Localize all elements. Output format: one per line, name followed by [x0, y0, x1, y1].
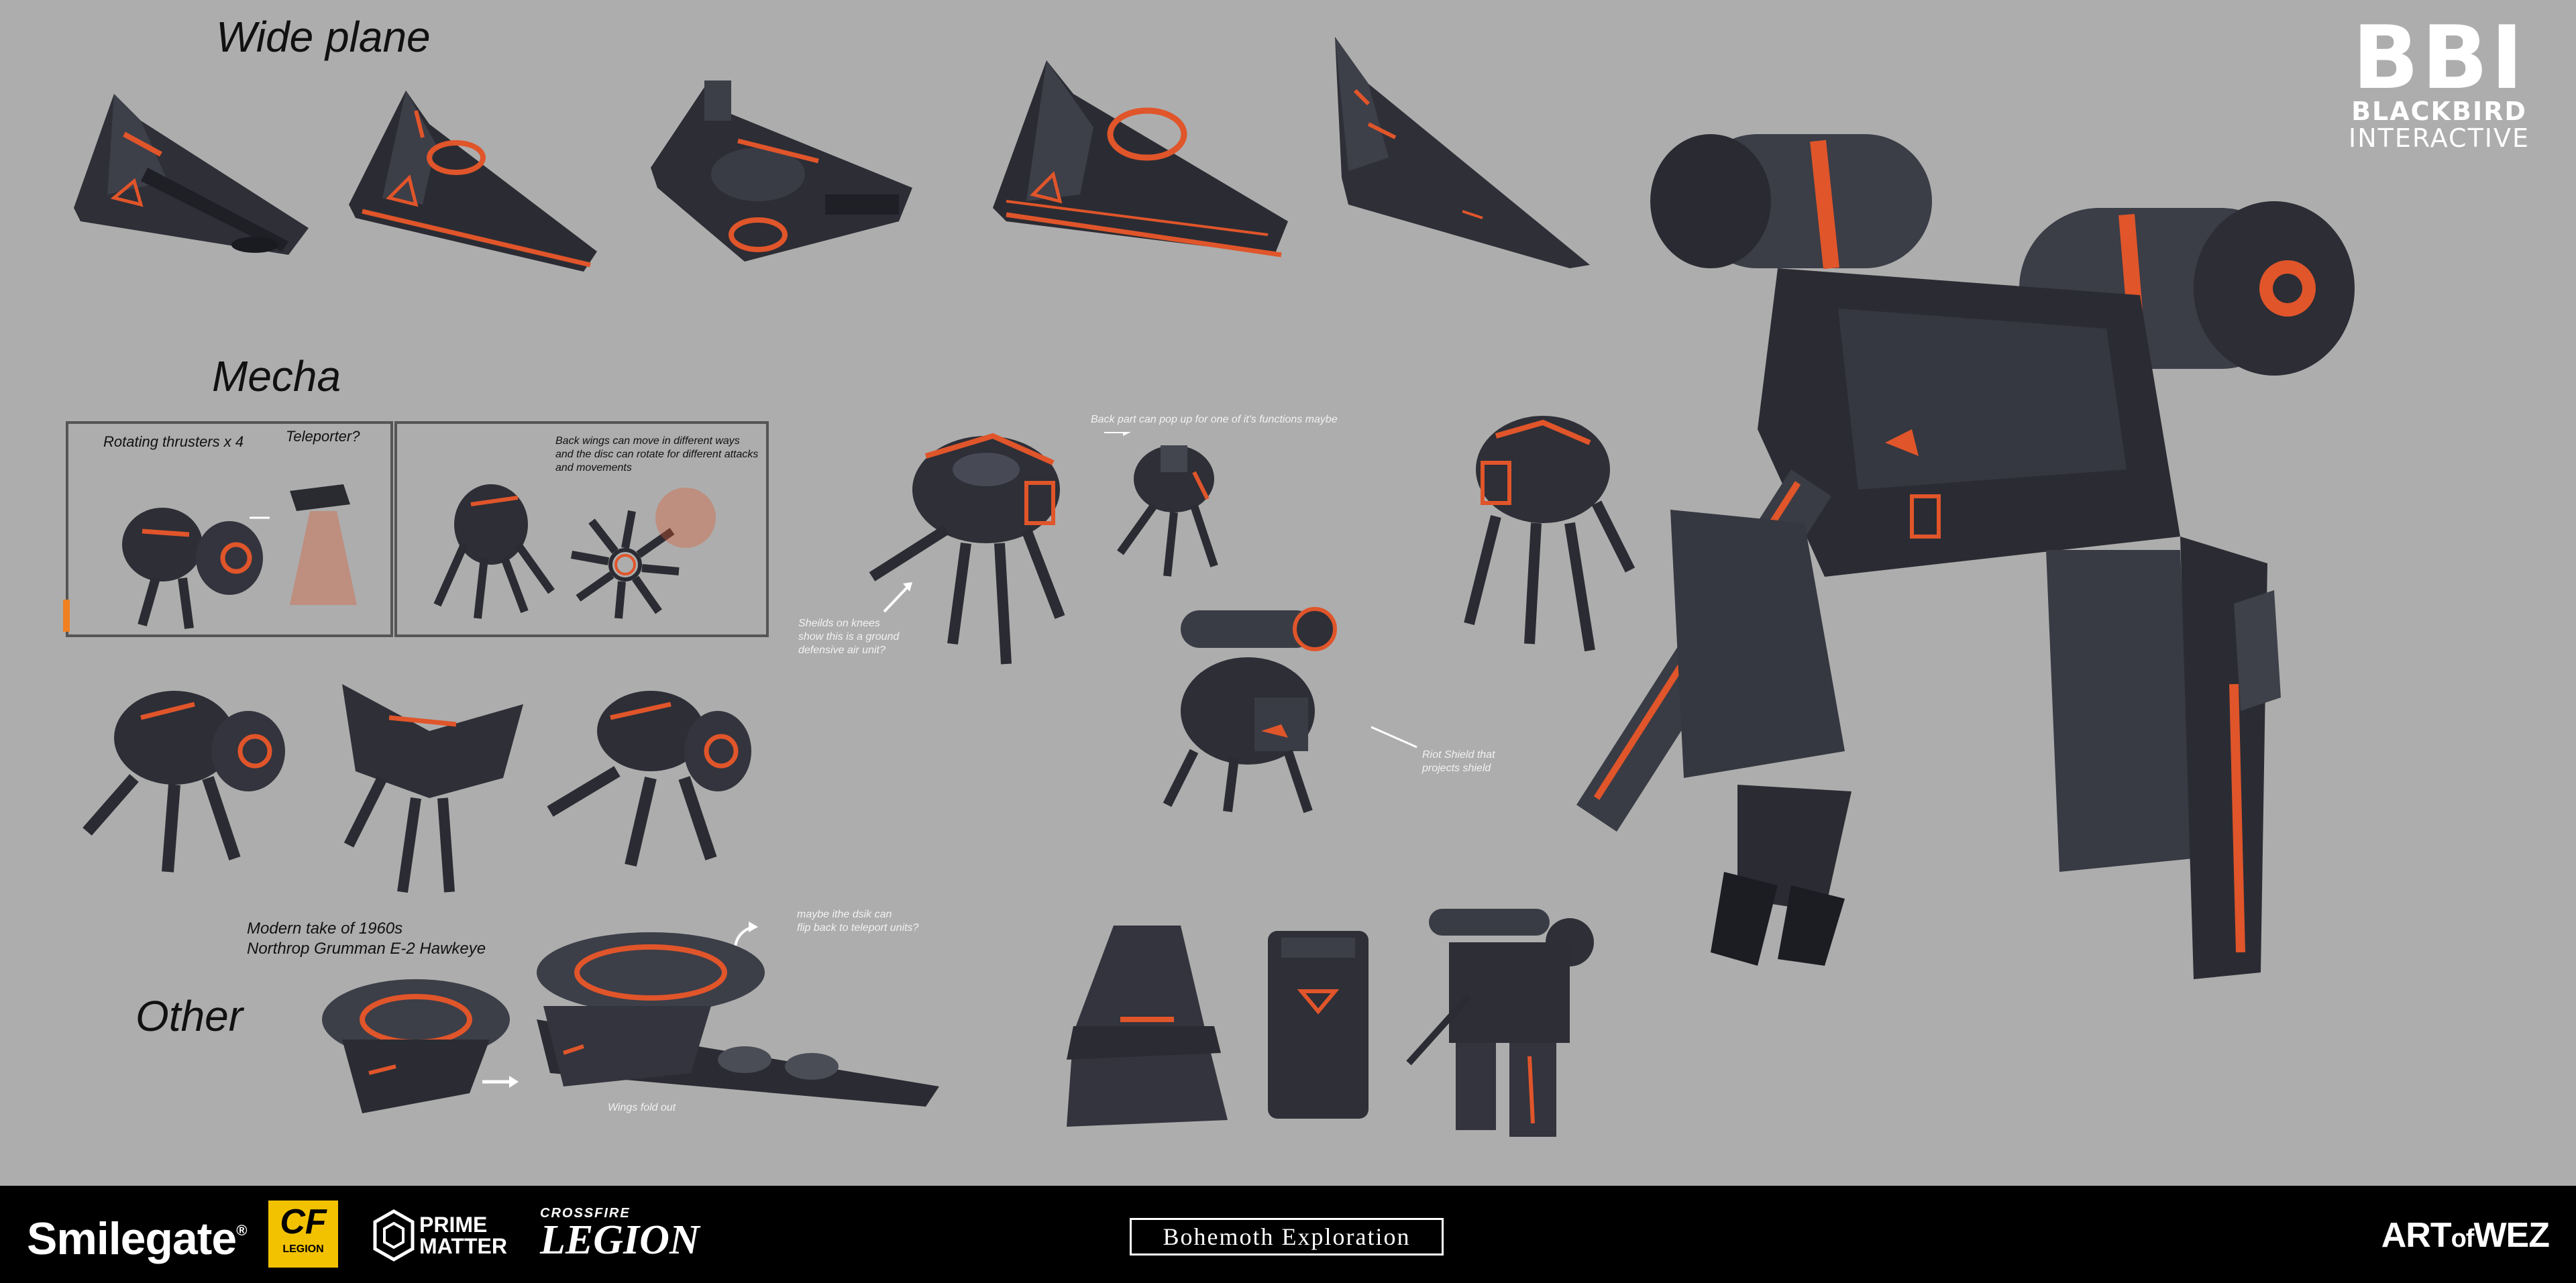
prime-matter-text: PRIME MATTER: [419, 1213, 507, 1258]
mecha-sketch-right: [1464, 416, 1635, 652]
mecha-sketch-shield-knees: [869, 433, 1065, 665]
artofwez-art: ART: [2381, 1216, 2452, 1255]
mecha-panel-wings: Back wings can move in different ways an…: [394, 421, 769, 637]
arrow-wings-fold: [482, 1076, 519, 1088]
other-sketch-mech-small: [1406, 909, 1594, 1137]
note-teleporter: Teleporter?: [286, 428, 360, 445]
other-sketch-disc-small: [322, 979, 510, 1113]
mecha-sketch-popup-back: [1104, 432, 1218, 577]
other-sketch-pod-2: [1268, 931, 1368, 1119]
note-rotating-thrusters: Rotating thrusters x 4: [103, 433, 244, 450]
note-back-wings: Back wings can move in different ways an…: [555, 435, 759, 473]
note-riot-shield: Riot Shield that projects shield: [1422, 749, 1495, 774]
note-wings-fold-out: Wings fold out: [608, 1102, 676, 1113]
arrow-riot-shield: [1371, 726, 1417, 748]
note-shields-on-knees: Sheilds on knees show this is a ground d…: [798, 618, 900, 656]
legion-text: LEGION: [540, 1217, 700, 1263]
artofwez-wez: WEZ: [2473, 1216, 2550, 1255]
wings-mecha-sketch: [433, 484, 716, 619]
concept-sheet: Wide plane Mecha Other BBI BLACKBIRD INT…: [63, 7, 2553, 1137]
wide-plane-sketch-3: [651, 80, 912, 262]
sheet-title: Bohemoth Exploration: [1130, 1218, 1444, 1256]
thruster-mecha-sketch: [122, 484, 357, 629]
wide-plane-sketch-5: [1335, 37, 1590, 268]
other-sketch-disc-large: [537, 932, 939, 1107]
footer-bar: Smilegate® CF LEGION PRIME MATTER CROSSF…: [0, 1186, 2576, 1283]
smilegate-registered-mark: ®: [236, 1222, 247, 1239]
wide-plane-sketch-1: [74, 94, 309, 255]
crossfire-legion-logo: CROSSFIRE LEGION: [540, 1206, 700, 1263]
mecha-sketch-riot-shield: [1163, 607, 1337, 814]
blackbird-interactive-logo: BBI BLACKBIRD INTERACTIVE: [2325, 7, 2553, 153]
prime-matter-logo: PRIME MATTER: [372, 1209, 507, 1266]
mecha-sketch-lower-3: [547, 691, 751, 867]
crossfire-legion-badge: CF LEGION: [268, 1201, 338, 1268]
section-title-other: Other: [136, 992, 244, 1040]
other-sketch-pod-1: [1067, 926, 1228, 1127]
smilegate-logo: Smilegate®: [27, 1213, 247, 1265]
cf-badge-text: LEGION: [282, 1243, 324, 1255]
mecha-sketch-lower-2: [342, 684, 523, 893]
crossfire-text: CROSSFIRE: [540, 1206, 631, 1221]
note-modern-take: Modern take of 1960s Northrop Grumman E-…: [247, 919, 486, 958]
note-back-part: Back part can pop up for one of it's fun…: [1091, 414, 1338, 425]
artofwez-logo: ARTofWEZ: [2381, 1215, 2550, 1256]
bbi-logo-mark: BBI: [2352, 7, 2526, 109]
cf-badge-mark: CF: [280, 1203, 327, 1241]
bbi-logo-line1: BLACKBIRD: [2351, 97, 2527, 126]
prime-matter-hex-icon: [373, 1209, 415, 1262]
smilegate-wordmark: Smilegate: [27, 1213, 237, 1264]
orange-marker: [63, 600, 70, 632]
arrow-knees: [883, 582, 912, 613]
hero-mech-render: [1576, 134, 2355, 979]
section-title-wide-plane: Wide plane: [216, 13, 431, 61]
wide-plane-sketch-4: [993, 60, 1288, 258]
bbi-logo-line2: INTERACTIVE: [2348, 123, 2530, 153]
wide-plane-sketch-2: [349, 91, 597, 272]
mecha-sketch-lower-1: [83, 691, 285, 873]
note-maybe-disk: maybe ithe dsik can flip back to telepor…: [797, 909, 919, 934]
section-title-mecha: Mecha: [212, 352, 341, 400]
mecha-panel-thrusters: Rotating thrusters x 4 Teleporter?: [63, 421, 393, 637]
artofwez-of: of: [2451, 1225, 2475, 1253]
